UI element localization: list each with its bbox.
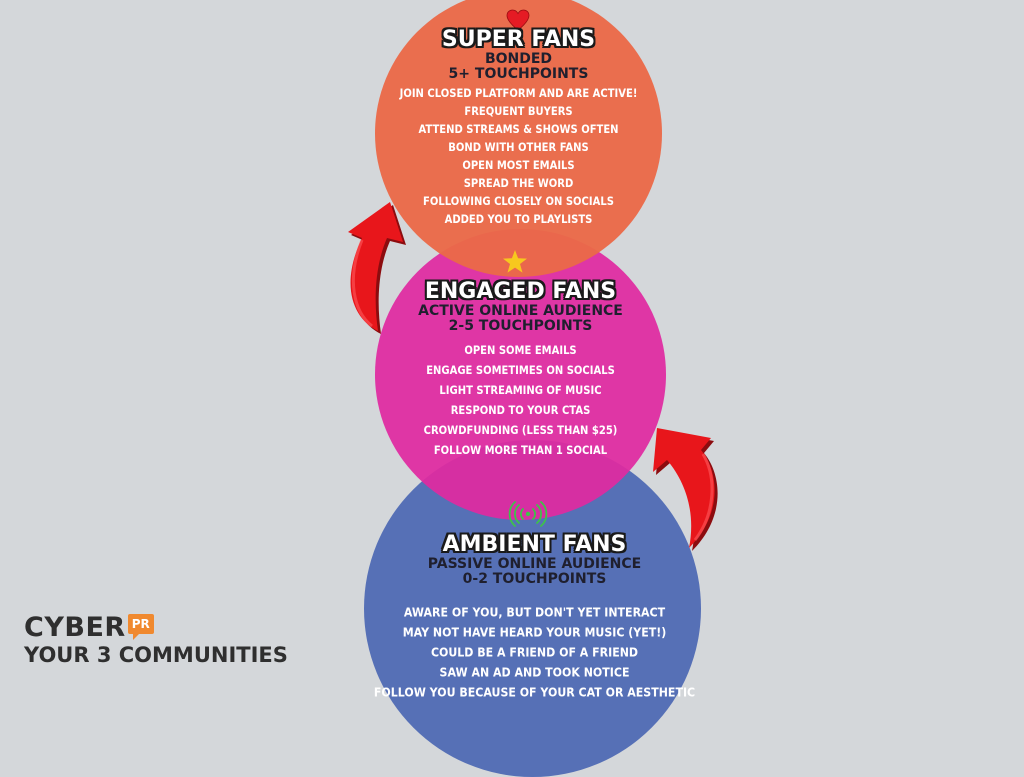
brand-name: CYBER: [24, 612, 126, 643]
brand-badge: PR: [127, 614, 154, 640]
super-fans-title: SUPER FANS: [441, 27, 596, 52]
list-item: BOND WITH OTHER FANS: [448, 142, 589, 155]
ambient-fans-touchpoints: 0-2 TOUCHPOINTS: [462, 571, 607, 587]
heart-icon: [506, 9, 530, 31]
ambient-fans-subtitle: PASSIVE ONLINE AUDIENCE: [427, 556, 642, 572]
list-item: FOLLOWING CLOSELY ON SOCIALS: [423, 196, 614, 209]
list-item: MAY NOT HAVE HEARD YOUR MUSIC (YET!): [402, 625, 667, 640]
list-item: ATTEND STREAMS & SHOWS OFTEN: [418, 124, 619, 137]
list-item: SAW AN AD AND TOOK NOTICE: [439, 665, 630, 680]
super-fans-list: JOIN CLOSED PLATFORM AND ARE ACTIVE! FRE…: [375, 86, 662, 230]
broadcast-signal-icon: [508, 501, 548, 527]
curved-up-arrow-icon: [653, 428, 718, 551]
list-item: AWARE OF YOU, BUT DON'T YET INTERACT: [403, 605, 666, 620]
list-item: FREQUENT BUYERS: [464, 106, 573, 119]
super-fans-subtitle: BONDED: [484, 51, 553, 67]
list-item: LIGHT STREAMING OF MUSIC: [439, 385, 602, 398]
super-fans-touchpoints: 5+ TOUCHPOINTS: [448, 66, 589, 82]
list-item: OPEN SOME EMAILS: [464, 345, 577, 358]
super-fans-circle: [375, 0, 662, 277]
list-item: ENGAGE SOMETIMES ON SOCIALS: [426, 365, 615, 378]
list-item: CROWDFUNDING (LESS THAN $25): [423, 425, 618, 438]
list-item: OPEN MOST EMAILS: [462, 160, 575, 173]
list-item: RESPOND TO YOUR CTAS: [450, 405, 591, 418]
list-item: COULD BE A FRIEND OF A FRIEND: [430, 645, 639, 660]
list-item: ADDED YOU TO PLAYLISTS: [444, 214, 593, 227]
engaged-fans-subtitle: ACTIVE ONLINE AUDIENCE: [418, 303, 623, 319]
super-fans-block: SUPER FANS BONDED 5+ TOUCHPOINTS JOIN CL…: [375, 28, 662, 230]
list-item: JOIN CLOSED PLATFORM AND ARE ACTIVE!: [399, 88, 638, 101]
engaged-fans-touchpoints: 2-5 TOUCHPOINTS: [448, 318, 593, 334]
engaged-fans-title: ENGAGED FANS: [424, 279, 617, 304]
ambient-fans-title: AMBIENT FANS: [442, 532, 627, 557]
ambient-fans-list: AWARE OF YOU, BUT DON'T YET INTERACT MAY…: [366, 603, 703, 703]
star-icon: [503, 250, 527, 273]
curved-up-arrow-icon: [348, 202, 406, 334]
list-item: FOLLOW YOU BECAUSE OF YOUR CAT OR AESTHE…: [373, 685, 696, 700]
ambient-fans-block: AMBIENT FANS PASSIVE ONLINE AUDIENCE 0-2…: [366, 533, 703, 703]
engaged-fans-circle: [375, 229, 666, 520]
list-item: SPREAD THE WORD: [463, 178, 574, 191]
engaged-fans-list: OPEN SOME EMAILS ENGAGE SOMETIMES ON SOC…: [375, 342, 666, 462]
brand-tagline: YOUR 3 COMMUNITIES: [24, 643, 288, 667]
engaged-fans-block: ENGAGED FANS ACTIVE ONLINE AUDIENCE 2-5 …: [375, 280, 666, 462]
list-item: FOLLOW MORE THAN 1 SOCIAL: [433, 445, 608, 458]
